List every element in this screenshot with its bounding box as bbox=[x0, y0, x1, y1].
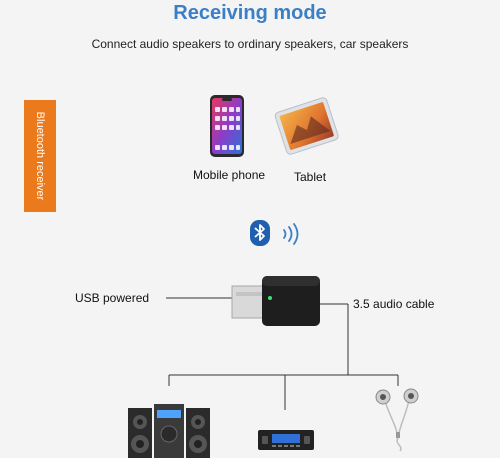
tablet-image bbox=[274, 97, 339, 155]
bluetooth-receiver-image bbox=[231, 276, 320, 326]
side-tab: Bluetooth receiver bbox=[24, 100, 56, 212]
page-subtitle: Connect audio speakers to ordinary speak… bbox=[91, 37, 409, 51]
tablet-label: Tablet bbox=[294, 170, 327, 184]
car-stereo-image bbox=[258, 430, 314, 450]
audio-cable-label: 3.5 audio cable bbox=[353, 297, 435, 311]
mobile-phone-label: Mobile phone bbox=[193, 168, 266, 182]
mobile-phone-image bbox=[210, 95, 244, 157]
hifi-speaker-system-image bbox=[128, 404, 210, 458]
page-title: Receiving mode bbox=[173, 2, 327, 24]
usb-powered-label: USB powered bbox=[75, 291, 150, 305]
wireless-waves-icon bbox=[283, 223, 299, 245]
led-indicator bbox=[268, 296, 272, 300]
bluetooth-icon bbox=[250, 220, 270, 246]
earphones-image bbox=[375, 388, 419, 452]
